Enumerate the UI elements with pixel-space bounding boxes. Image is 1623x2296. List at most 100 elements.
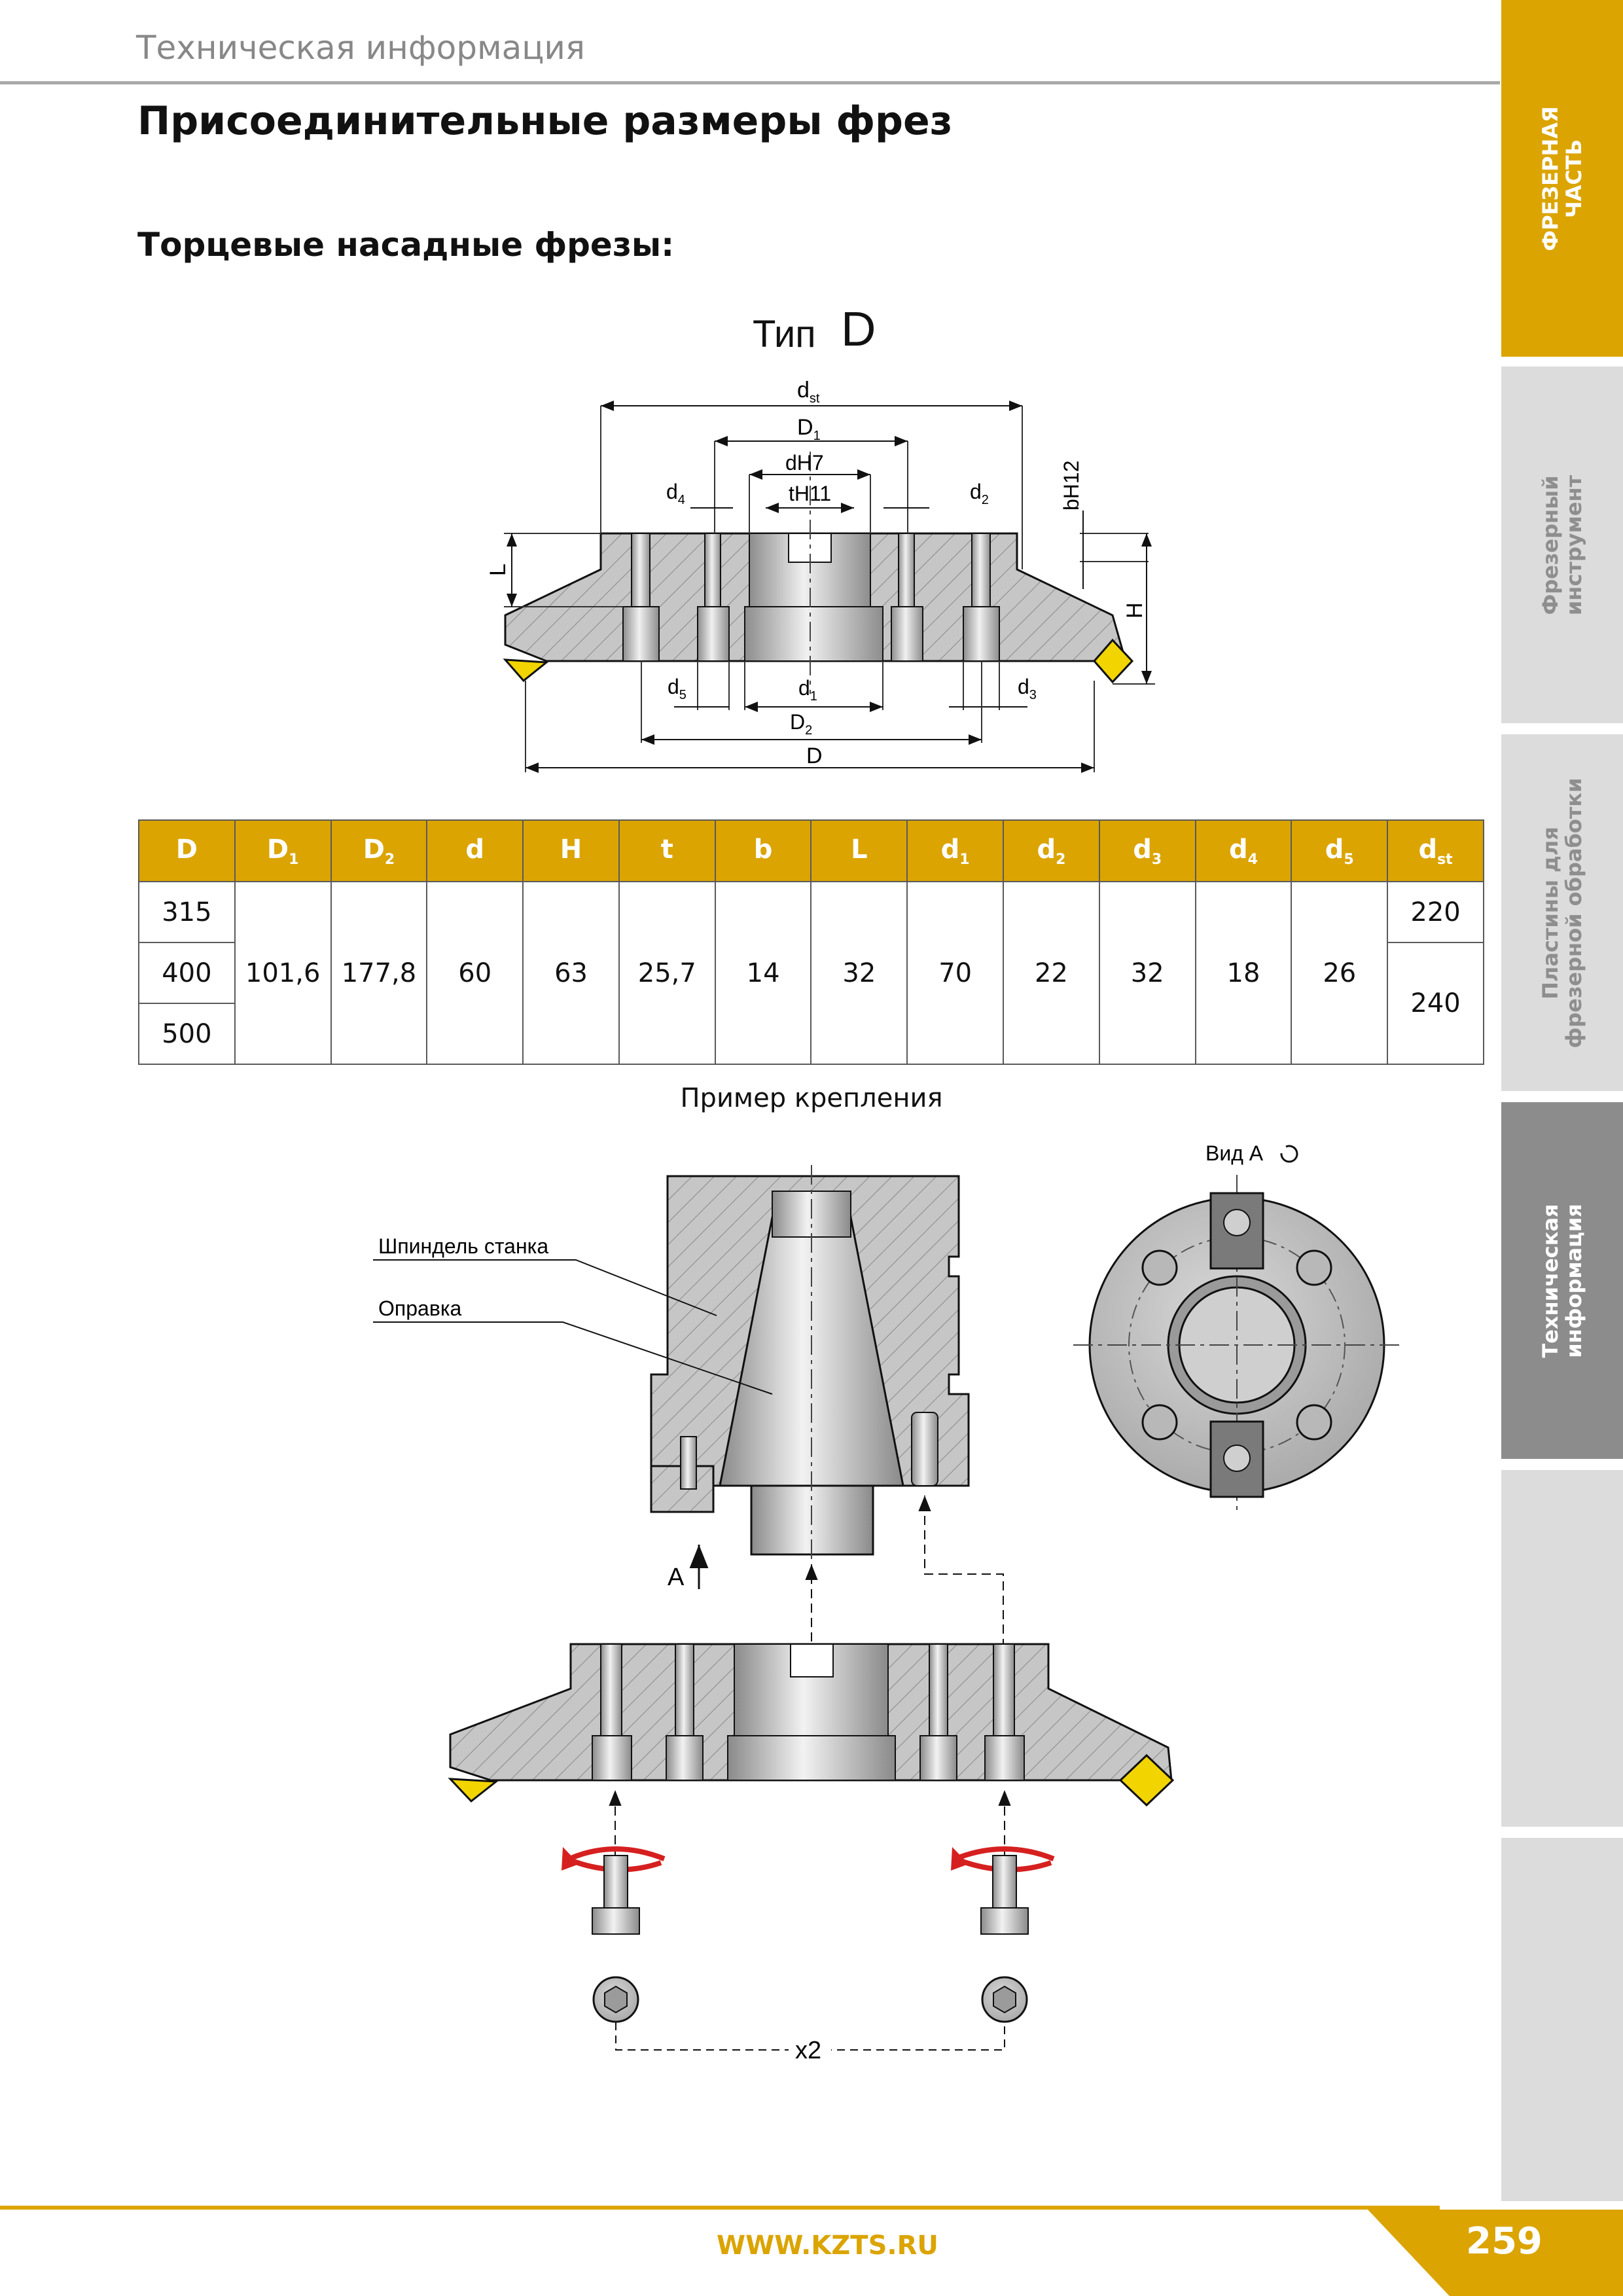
page-title: Присоединительные размеры фрез <box>137 98 953 144</box>
socket-bolt-shank <box>603 1855 628 1909</box>
col-header: d4 <box>1194 819 1293 882</box>
cutter-counterbore <box>727 1735 896 1781</box>
spindle-drive-pin <box>911 1412 938 1486</box>
col-header: dst <box>1387 819 1484 882</box>
view-a-hole <box>1141 1404 1178 1441</box>
bore-counterbore <box>744 606 883 662</box>
socket-bolt-head <box>980 1907 1029 1935</box>
dim-label-th11: tH11 <box>789 482 831 505</box>
col-header: H <box>522 819 620 882</box>
table-row: 500 <box>138 1003 1484 1065</box>
pin-hole <box>929 1643 948 1736</box>
bolt-counterbore <box>592 1735 632 1781</box>
cell-D: 315 <box>138 881 236 943</box>
bolt-hole <box>971 533 991 607</box>
spindle-key-screw <box>680 1436 697 1490</box>
col-header: b <box>714 819 812 882</box>
table-row: 315 101,6 177,8 60 63 25,7 14 32 70 22 3… <box>138 881 1484 1065</box>
col-header: D <box>138 819 236 882</box>
col-header: D2 <box>330 819 428 882</box>
footer-rule <box>0 2206 1440 2210</box>
cutting-insert-right <box>1118 1753 1175 1807</box>
type-letter: D <box>841 302 876 356</box>
cell-dst: 220 <box>1387 881 1484 943</box>
cell-H: 63 <box>522 881 620 1065</box>
cell-D: 500 <box>138 1003 236 1065</box>
col-header: d3 <box>1098 819 1196 882</box>
table-header-row: D D1 D2 d H t b L d1 d2 d3 d4 d5 dst <box>138 819 1484 882</box>
cell-dst: 240 <box>1387 942 1484 1065</box>
bolt-counterbore <box>963 606 1000 662</box>
mounting-example-drawing: Шпиндель станка Оправка A x2 Вид А <box>373 1141 1404 2064</box>
view-arrow-label: A <box>668 1564 685 1591</box>
view-a-hole <box>1296 1404 1332 1441</box>
col-header: L <box>810 819 908 882</box>
pin-counterbore <box>919 1735 957 1781</box>
footer-url[interactable]: WWW.KZTS.RU <box>717 2231 938 2261</box>
cell-d5: 26 <box>1291 881 1389 1065</box>
col-header: d1 <box>906 819 1005 882</box>
cell-d1: 70 <box>906 881 1005 1065</box>
pin-counterbore <box>891 606 923 662</box>
cell-b: 14 <box>714 881 812 1065</box>
dim-label-l: L <box>486 564 510 576</box>
dimension-table: D D1 D2 d H t b L d1 d2 d3 d4 d5 dst 315… <box>138 819 1484 1065</box>
cutter-keyway <box>790 1643 834 1677</box>
side-tab-technical-info[interactable]: Техническая информация <box>1501 1102 1623 1459</box>
rotation-arrow-icon <box>568 1846 666 1861</box>
socket-bolt-head <box>592 1907 640 1935</box>
page-number: 259 <box>1466 2220 1543 2263</box>
bolt-counterbore <box>622 606 660 662</box>
col-header: d <box>426 819 524 882</box>
dim-label-h: H <box>1122 602 1147 619</box>
socket-bolt-shank <box>992 1855 1017 1909</box>
cell-d2: 22 <box>1003 881 1100 1065</box>
quantity-label: x2 <box>795 2037 821 2064</box>
cell-L: 32 <box>810 881 908 1065</box>
pin-hole <box>675 1643 694 1736</box>
bolt-hole <box>631 533 651 607</box>
dim-label-d3: d3 <box>1018 675 1037 702</box>
dim-label-bh12: bH12 <box>1060 461 1083 511</box>
cell-d4: 18 <box>1194 881 1293 1065</box>
view-a-hole <box>1296 1249 1332 1286</box>
pin-counterbore <box>697 606 730 662</box>
col-header: D1 <box>234 819 332 882</box>
side-tab-milling-tools[interactable]: Фрезерный инструмент <box>1501 367 1623 723</box>
cell-t: 25,7 <box>618 881 716 1065</box>
running-header: Техническая информация <box>136 29 585 67</box>
bolt-hole <box>600 1643 622 1736</box>
pin-hole <box>898 533 915 607</box>
pin-hole <box>704 533 721 607</box>
rotation-arrow-icon <box>954 1846 1055 1861</box>
cutter-type-d-drawing: Тип D dst D1 dH7 tH11 d4 d2 bH12 H <box>486 302 1155 773</box>
cell-D1: 101,6 <box>234 881 332 1065</box>
label-arbor: Оправка <box>378 1297 462 1320</box>
dim-label-d4: d4 <box>666 480 685 507</box>
table-row: 400 240 <box>138 942 1484 1065</box>
label-spindle: Шпиндель станка <box>378 1234 548 1258</box>
cell-D2: 177,8 <box>330 881 428 1065</box>
side-tab-label: Фрезерный инструмент <box>1538 475 1586 615</box>
cutting-insert-right <box>1093 638 1134 684</box>
dim-label-dst: dst <box>797 378 820 406</box>
cutting-insert-left <box>503 658 549 683</box>
col-header: t <box>618 819 716 882</box>
side-tab-milling-part[interactable]: ФРЕЗЕРНАЯ ЧАСТЬ <box>1501 0 1623 357</box>
side-tab-label: Техническая информация <box>1538 1203 1586 1358</box>
side-tab-label: Пластины для фрезерной обработки <box>1538 777 1586 1049</box>
side-tab-empty-6[interactable] <box>1501 1838 1623 2201</box>
arrowhead-icon <box>951 1847 969 1871</box>
bolt-counterbore <box>984 1735 1025 1781</box>
side-tab-milling-inserts[interactable]: Пластины для фрезерной обработки <box>1501 734 1623 1091</box>
mounting-caption: Пример крепления <box>680 1083 943 1113</box>
dim-label-d1: d1 <box>798 676 817 704</box>
view-a-hole <box>1141 1249 1178 1286</box>
bolt-hole <box>993 1643 1015 1736</box>
side-tab-empty-5[interactable] <box>1501 1470 1623 1827</box>
dim-label-d: D <box>806 744 823 768</box>
cutting-insert-left <box>448 1778 499 1803</box>
dim-label-dh7: dH7 <box>785 451 824 475</box>
cell-D: 400 <box>138 942 236 1004</box>
dim-label-d5: d5 <box>668 675 687 702</box>
